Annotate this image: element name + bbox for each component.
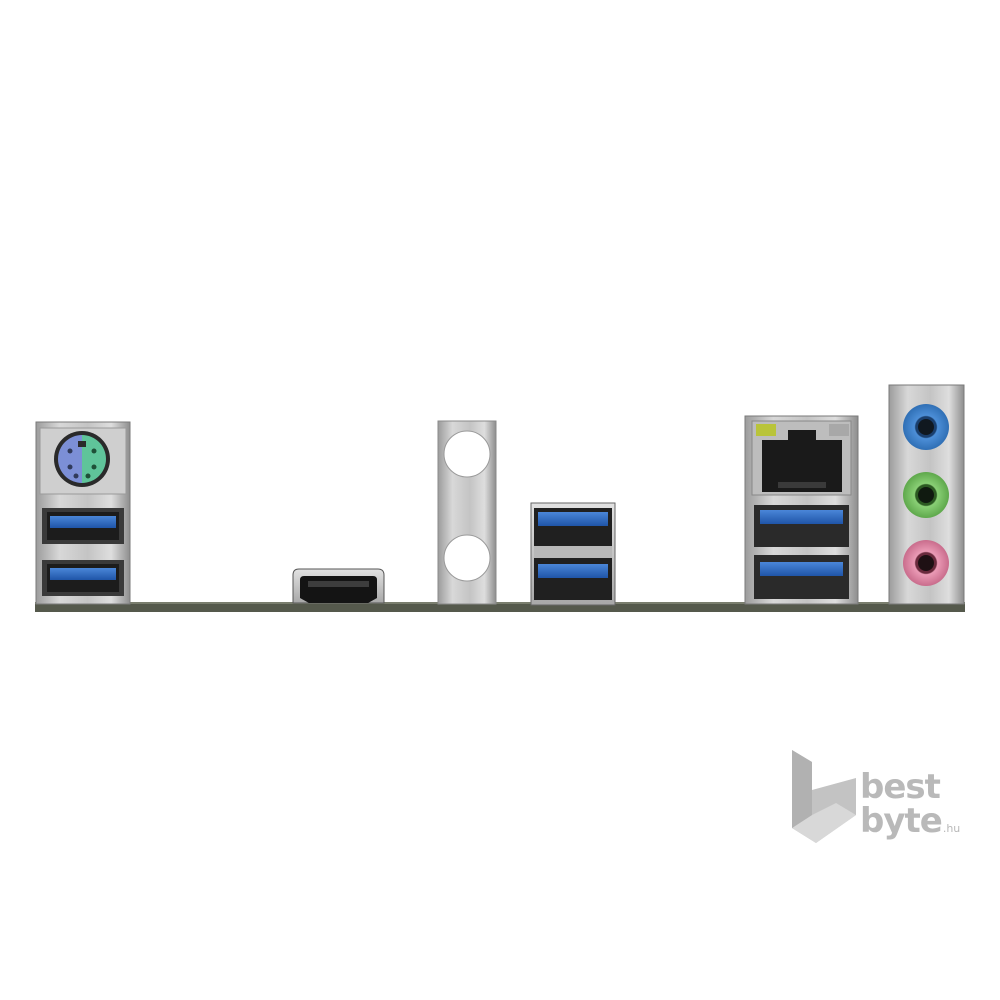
- lan-port[interactable]: [751, 420, 852, 496]
- watermark-text: best byte.hu: [860, 770, 960, 838]
- hdmi-port[interactable]: [292, 568, 385, 604]
- usb-left-2[interactable]: [42, 560, 124, 596]
- watermark-logo-mark: [792, 750, 856, 843]
- watermark-line-best: best: [860, 767, 941, 807]
- audio-jack-stack: [888, 384, 965, 605]
- usb-right-1[interactable]: [754, 505, 849, 547]
- lan-usb-stack: [744, 415, 859, 605]
- watermark-line-byte-text: byte: [860, 801, 943, 841]
- watermark-suffix: .hu: [942, 822, 961, 835]
- audio-line-out[interactable]: [903, 472, 949, 518]
- usb-middle-1[interactable]: [534, 508, 612, 546]
- middle-usb-stack: [530, 502, 616, 606]
- ps2-combo-port[interactable]: [54, 431, 110, 487]
- mounting-bracket: [437, 420, 497, 605]
- audio-mic-in[interactable]: [903, 540, 949, 586]
- watermark-line-byte: byte.hu: [860, 804, 960, 838]
- usb-right-2[interactable]: [754, 555, 849, 599]
- board-edge: [35, 602, 965, 612]
- audio-line-in[interactable]: [903, 404, 949, 450]
- board-edge-highlight: [35, 602, 965, 604]
- left-port-stack: [35, 421, 131, 605]
- usb-middle-2[interactable]: [534, 558, 612, 600]
- usb-left-1[interactable]: [42, 508, 124, 544]
